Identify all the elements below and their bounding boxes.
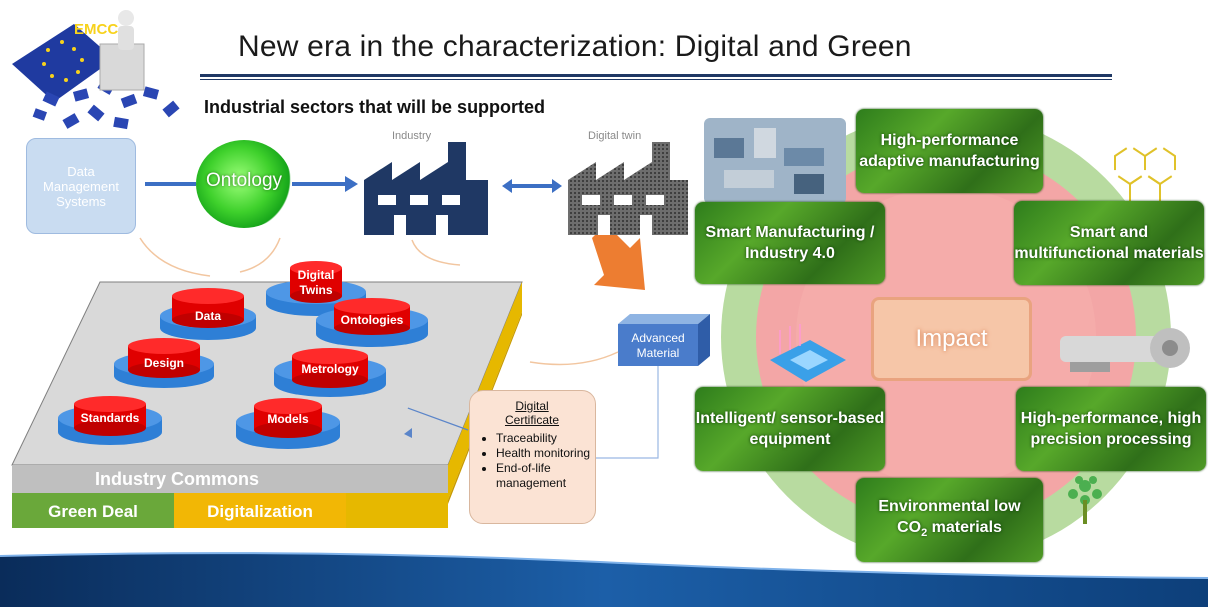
green-deal-label: Green Deal <box>48 502 138 521</box>
flow-arrows <box>139 176 645 290</box>
page-title: New era in the characterization: Digital… <box>238 30 912 63</box>
environmental-line2: CO2 materials <box>897 518 1002 540</box>
graphene-structure-image <box>1111 142 1179 208</box>
database-cylinders <box>58 261 428 449</box>
certificate-list: Traceability Health monitoring End-of-li… <box>470 431 595 491</box>
db-models <box>236 398 340 449</box>
sensor-chip-image <box>770 324 846 382</box>
db-ontologies <box>316 298 428 347</box>
industry-label: Industry <box>392 130 432 142</box>
certificate-item: End-of-life management <box>496 461 595 491</box>
eco-tree-image <box>1068 476 1102 524</box>
precision-machine-image <box>1060 328 1190 372</box>
factory-icon <box>364 142 488 235</box>
tile-high-performance-manufacturing: High-performance adaptive manufacturing <box>856 109 1043 193</box>
advanced-material-label: Advanced Material <box>631 331 685 360</box>
title-rule-thin <box>200 79 1112 80</box>
data-management-label: Data Management Systems <box>43 163 119 209</box>
digitalization-label: Digitalization <box>207 502 313 521</box>
db-ontologies-label: Ontologies <box>340 313 404 327</box>
tile-smart-manufacturing: Smart Manufacturing / Industry 4.0 <box>695 202 885 284</box>
db-standards <box>58 396 162 445</box>
advanced-material-cube <box>404 314 710 459</box>
bottom-banner <box>0 552 1208 607</box>
digital-twin-label: Digital twin <box>588 130 642 142</box>
ontology-node <box>196 140 292 228</box>
emcc-logo: EMCC <box>12 10 180 130</box>
certificate-item: Health monitoring <box>496 446 595 461</box>
tile-intelligent-equipment: Intelligent/ sensor-based equipment <box>695 387 885 471</box>
certificate-title: Digital Certificate <box>504 399 560 427</box>
environmental-line1: Environmental low <box>878 497 1021 515</box>
tile-environmental-materials: Environmental low CO2 materials <box>856 478 1043 562</box>
db-data <box>160 288 256 340</box>
digital-certificate: Digital Certificate Traceability Health … <box>469 390 596 524</box>
digital-twin-factory-icon <box>568 142 688 235</box>
certificate-item: Traceability <box>496 431 595 446</box>
db-digital-twins-label: Digital Twins <box>297 268 335 297</box>
db-metrology-label: Metrology <box>301 362 359 376</box>
db-metrology <box>274 348 386 397</box>
impact-center: Impact <box>871 297 1032 381</box>
electronics-components-image <box>704 118 846 204</box>
db-design <box>114 338 214 388</box>
section-subtitle: Industrial sectors that will be supporte… <box>204 97 546 117</box>
db-data-label: Data <box>194 309 221 323</box>
db-digital-twins <box>266 261 366 316</box>
db-design-label: Design <box>143 356 184 370</box>
logo-text: EMCC <box>74 21 118 38</box>
ontology-label: Ontology <box>205 170 283 191</box>
data-management-box: Data Management Systems <box>26 138 136 234</box>
db-standards-label: Standards <box>80 411 140 425</box>
tile-precision-processing: High-performance, high precision process… <box>1016 387 1206 471</box>
industry-commons-label: Industry Commons <box>94 469 259 489</box>
db-models-label: Models <box>267 412 309 426</box>
tile-smart-materials: Smart and multifunctional materials <box>1014 201 1204 285</box>
title-rule <box>200 74 1112 77</box>
